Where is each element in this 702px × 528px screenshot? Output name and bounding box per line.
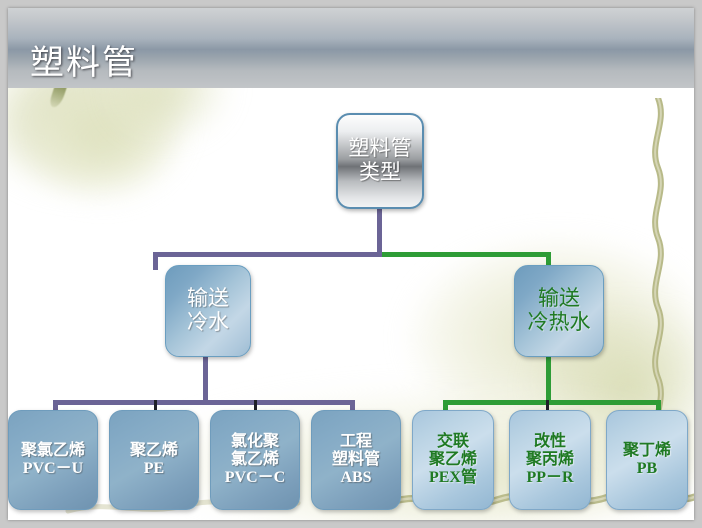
node-pvc-u-line-1: 聚氯乙烯	[20, 441, 85, 459]
node-abs-line-3: ABS	[340, 469, 372, 487]
node-pvc-c-line-1: 氯化聚	[230, 432, 279, 450]
node-cold-hot-water-line-2: 冷热水	[527, 310, 591, 334]
connector-stub-abs	[350, 400, 355, 410]
node-pp-r-line-1: 改性	[533, 432, 566, 450]
node-abs[interactable]: 工程 塑料管 ABS	[311, 410, 401, 510]
connector-stub-pex	[443, 400, 448, 410]
connector-cold-hot-water-stem	[546, 355, 551, 405]
node-root[interactable]: 塑料管 类型	[336, 113, 424, 209]
node-pp-r-line-2: 聚丙烯	[525, 450, 574, 468]
node-pvc-c[interactable]: 氯化聚 氯乙烯 PVC－C	[210, 410, 300, 510]
connector-stub-pp-r	[546, 400, 549, 410]
connector-stub-pe	[154, 400, 157, 410]
connector-root-stem	[377, 208, 382, 256]
node-root-line-2: 类型	[359, 160, 401, 184]
floral-watermark-top-left-2	[28, 88, 178, 198]
connector-level1-bar-right	[382, 252, 551, 257]
node-pex-line-1: 交联	[436, 432, 469, 450]
node-pe-line-1: 聚乙烯	[129, 441, 178, 459]
node-abs-line-2: 塑料管	[331, 450, 380, 468]
connector-cold-water-stem	[203, 355, 208, 405]
node-pp-r-line-3: PP－R	[526, 469, 574, 487]
connector-cold-hot-water-bar	[443, 400, 661, 405]
floral-watermark-top-left-3	[103, 88, 233, 143]
connector-stub-pvc-u	[53, 400, 58, 410]
node-pb-line-1: 聚丁烯	[622, 441, 671, 459]
node-abs-line-1: 工程	[339, 432, 372, 450]
connector-stub-pvc-c	[254, 400, 257, 410]
node-cold-water-line-1: 输送	[187, 286, 229, 311]
node-pb-line-2: PB	[636, 460, 658, 477]
node-pb[interactable]: 聚丁烯 PB	[606, 410, 688, 510]
node-pex-line-2: 聚乙烯	[428, 450, 477, 468]
node-root-line-1: 塑料管	[348, 136, 412, 161]
node-pp-r[interactable]: 改性 聚丙烯 PP－R	[509, 410, 591, 510]
node-cold-water-line-2: 冷水	[187, 310, 229, 334]
node-pvc-c-line-2: 氯乙烯	[230, 450, 279, 468]
slide-title-band: 塑料管	[8, 8, 694, 88]
node-cold-hot-water[interactable]: 输送 冷热水	[514, 265, 604, 357]
diagram-canvas: 塑料管 类型 输送 冷水 输送 冷热水 聚氯乙烯 PVC－U 聚乙烯 PE	[8, 88, 694, 520]
connector-cold-water-bar	[53, 400, 355, 405]
node-pvc-c-line-3: PVC－C	[224, 469, 286, 487]
node-cold-water[interactable]: 输送 冷水	[165, 265, 251, 357]
connector-stub-pb	[656, 400, 661, 410]
page-title: 塑料管	[30, 43, 138, 83]
node-pe[interactable]: 聚乙烯 PE	[109, 410, 199, 510]
floral-watermark-top-left	[8, 88, 188, 193]
leaf-stem-icon-top-left	[48, 88, 68, 110]
connector-level1-bar-left	[153, 252, 382, 257]
node-pex-line-3: PEX管	[428, 469, 477, 487]
node-cold-hot-water-line-1: 输送	[538, 286, 580, 311]
slide-surface: 塑料管	[8, 8, 694, 520]
node-pvc-u[interactable]: 聚氯乙烯 PVC－U	[8, 410, 98, 510]
node-pvc-u-line-2: PVC－U	[22, 460, 84, 477]
connector-to-cold-water	[153, 252, 158, 270]
node-pex[interactable]: 交联 聚乙烯 PEX管	[412, 410, 494, 510]
node-pe-line-2: PE	[143, 460, 165, 477]
